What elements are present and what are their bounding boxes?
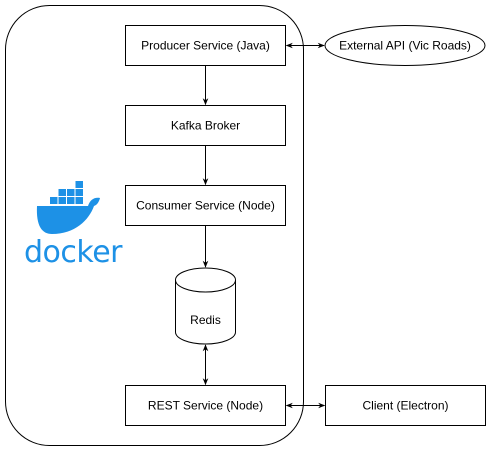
external-api-label: External API (Vic Roads) — [339, 39, 471, 53]
docker-whale-icon — [36, 181, 100, 234]
client-node[interactable]: Client (Electron) — [325, 385, 486, 426]
kafka-broker-node[interactable]: Kafka Broker — [125, 105, 286, 146]
producer-service-label: Producer Service (Java) — [141, 39, 270, 53]
redis-label: Redis — [190, 313, 221, 327]
rest-service-node[interactable]: REST Service (Node) — [125, 385, 286, 426]
redis-database-node[interactable]: Redis — [175, 267, 236, 345]
consumer-service-node[interactable]: Consumer Service (Node) — [125, 185, 286, 226]
docker-logo-text: docker — [24, 235, 123, 270]
consumer-service-label: Consumer Service (Node) — [136, 199, 275, 213]
rest-service-label: REST Service (Node) — [148, 399, 263, 413]
docker-logo: docker — [24, 181, 124, 270]
client-label: Client (Electron) — [362, 399, 448, 413]
producer-service-node[interactable]: Producer Service (Java) — [125, 25, 286, 66]
external-api-node[interactable]: External API (Vic Roads) — [324, 25, 486, 66]
kafka-broker-label: Kafka Broker — [171, 119, 240, 133]
